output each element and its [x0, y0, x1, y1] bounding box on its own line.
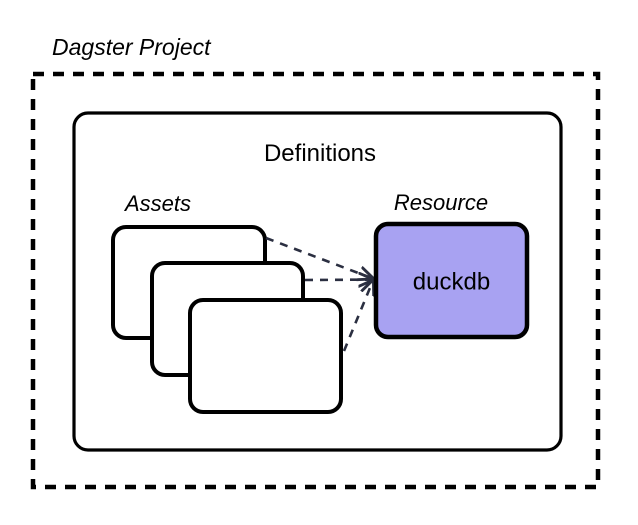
edge-asset-back-to-duckdb [265, 236, 372, 278]
asset-card-front[interactable] [188, 298, 343, 414]
duckdb-node-label: duckdb [413, 269, 490, 296]
edge-asset-front-to-duckdb [342, 282, 373, 352]
inner-container-label: Definitions [264, 140, 376, 167]
assets-group-label: Assets [123, 191, 191, 216]
outer-container-label: Dagster Project [52, 34, 212, 60]
resource-group-label: Resource [394, 190, 488, 215]
duckdb-resource-node[interactable] [373, 221, 530, 340]
